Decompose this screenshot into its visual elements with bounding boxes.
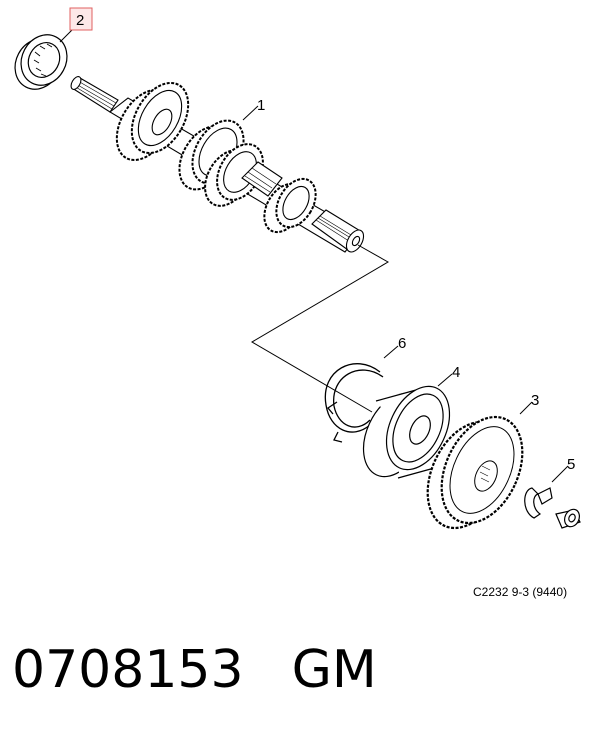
part-number-line: 0708153 GM <box>12 640 377 700</box>
lock-plate-part[interactable] <box>524 487 553 519</box>
output-gear-part[interactable] <box>412 404 539 541</box>
brand-name: GM <box>291 640 377 700</box>
diagram-caption: C2232 9-3 (9440) <box>473 585 568 599</box>
main-shaft-part[interactable] <box>69 73 367 255</box>
callout-2-highlight <box>69 7 93 31</box>
callout-5[interactable]: 5 <box>567 456 575 473</box>
leader-lines <box>59 29 569 483</box>
callout-4[interactable]: 4 <box>452 364 460 381</box>
snap-ring-part[interactable] <box>324 363 384 443</box>
part-number: 0708153 <box>12 640 244 700</box>
bearing-part[interactable] <box>6 27 75 98</box>
callout-1[interactable]: 1 <box>257 97 265 114</box>
callout-3[interactable]: 3 <box>531 392 539 409</box>
gear-large-1 <box>115 81 190 162</box>
gear-4 <box>263 177 317 234</box>
exploded-diagram: 2 1 3 4 5 6 <box>6 7 582 541</box>
gear-3 <box>204 143 264 207</box>
bolt-part[interactable] <box>555 507 582 529</box>
assembly-guide-line <box>251 244 389 413</box>
ball-bearing-part[interactable] <box>351 376 462 486</box>
callout-6[interactable]: 6 <box>398 335 406 352</box>
callout-2[interactable]: 2 <box>76 12 84 29</box>
